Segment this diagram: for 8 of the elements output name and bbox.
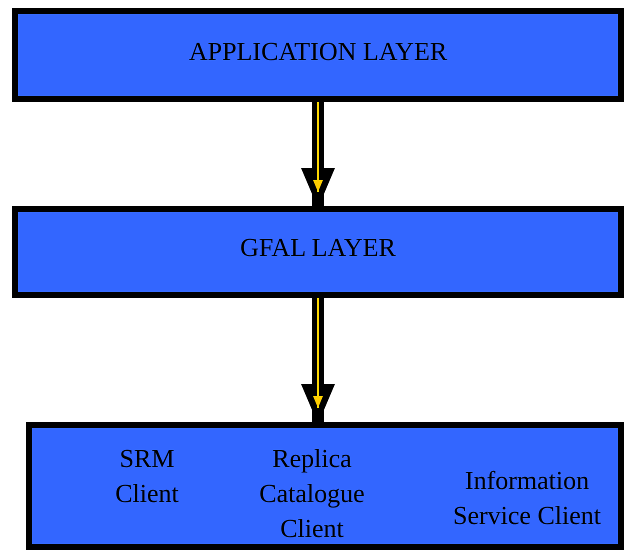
layer-box <box>12 8 624 102</box>
layer-label: APPLICATION LAYER <box>188 36 448 68</box>
layer-label: Information Service Client <box>452 465 602 532</box>
layer-label: SRM Client <box>114 443 180 510</box>
layer-box <box>26 422 624 550</box>
layer-label: GFAL LAYER <box>239 232 397 264</box>
layer-label: Replica Catalogue Client <box>258 443 366 545</box>
layer-box <box>12 206 624 298</box>
